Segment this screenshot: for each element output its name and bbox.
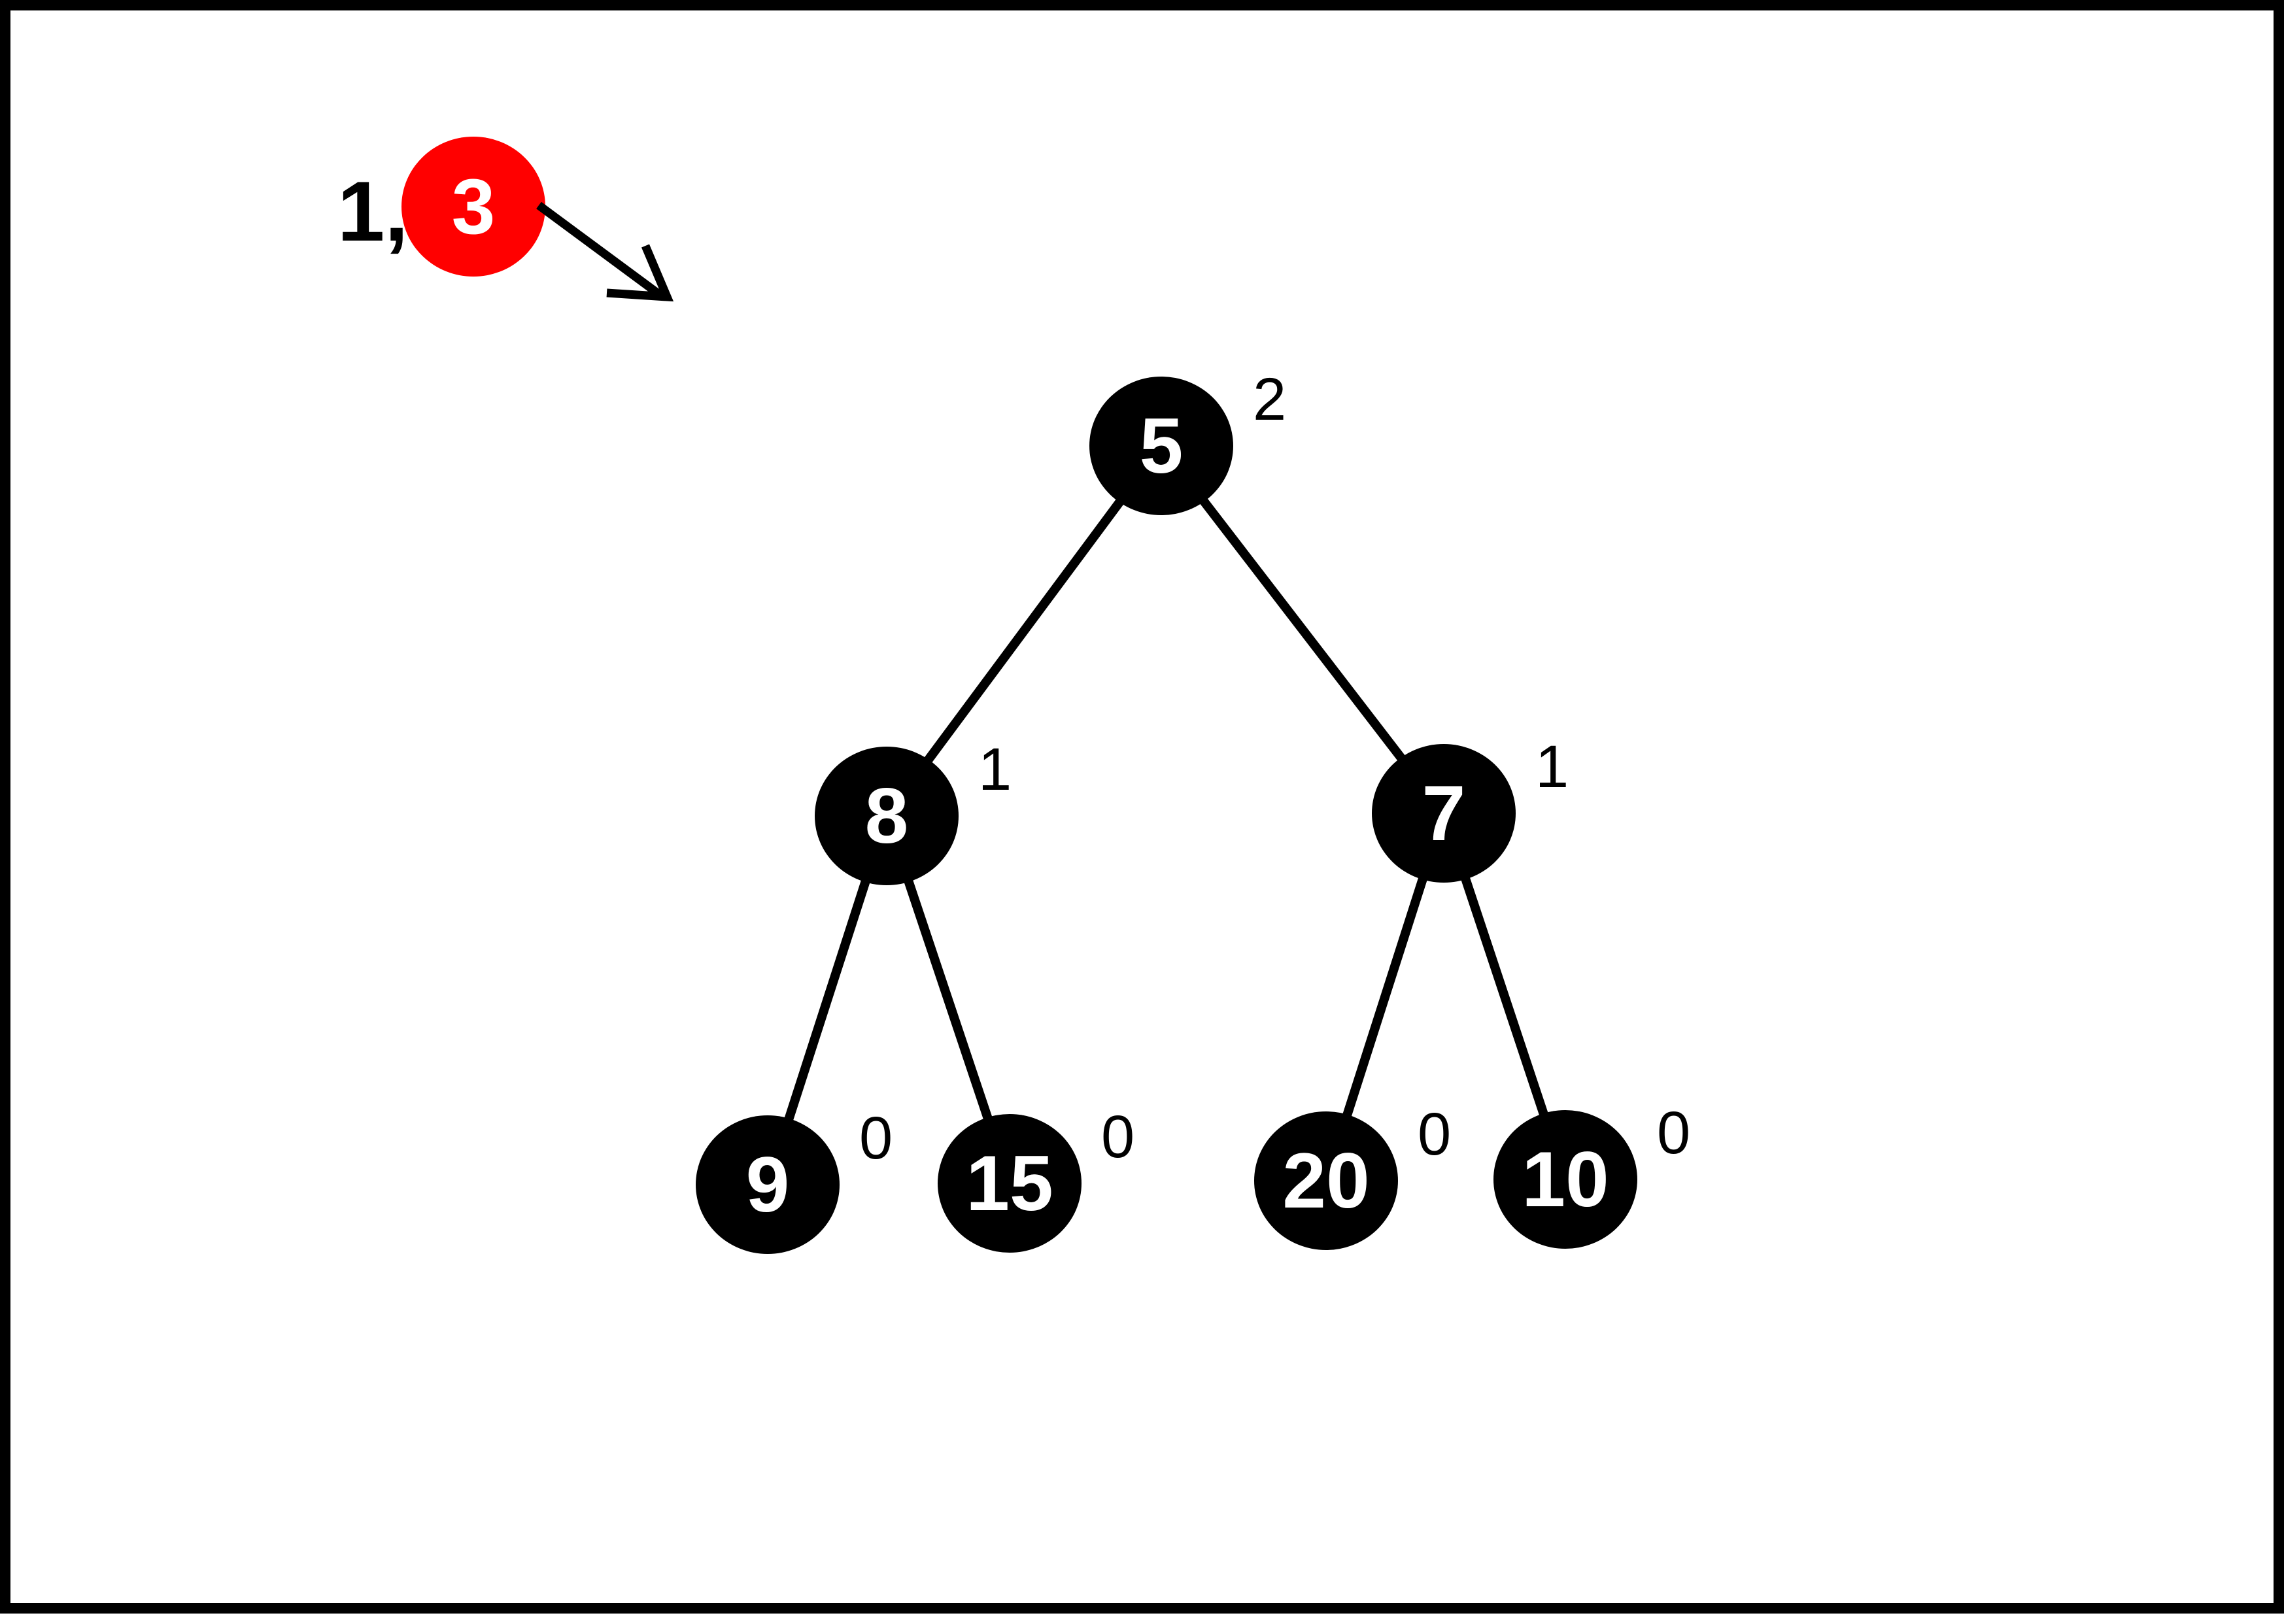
tree-node-height-label: 2 — [1253, 366, 1286, 433]
tree-node-20: 20 0 — [1254, 1101, 1451, 1250]
pending-node-label: 3 — [452, 163, 496, 250]
pending-node-circle — [401, 137, 545, 277]
tree-node-9: 90 — [696, 1105, 893, 1254]
tree-node-circle — [1493, 1110, 1637, 1249]
pending-insert: 1, 3 — [337, 137, 674, 302]
tree-node-circle — [1089, 377, 1233, 515]
insert-arrow-icon — [536, 201, 674, 302]
tree-node-10: 10 0 — [1493, 1100, 1690, 1249]
tree-node-circle — [1254, 1111, 1398, 1250]
tree-node-key-label: 8 — [865, 772, 909, 860]
tree-node-height-label: 1 — [1535, 734, 1569, 800]
pending-prefix-label: 1, — [337, 163, 408, 259]
tree-node-key-label: 9 — [746, 1141, 790, 1228]
tree-node-circle — [815, 747, 959, 885]
tree-edge-n5-n8 — [883, 443, 1165, 819]
tree-node-circle — [1372, 744, 1516, 883]
tree-node-8: 81 — [815, 736, 1012, 885]
tree-node-key-label: 10 — [1522, 1136, 1609, 1223]
tree-edge-n5-n7 — [1157, 443, 1448, 817]
tree-node-height-label: 1 — [978, 736, 1012, 803]
tree-node-height-label: 0 — [1657, 1100, 1690, 1166]
tree-node-key-label: 20 — [1282, 1137, 1369, 1225]
tree-node-height-label: 0 — [1101, 1104, 1134, 1170]
tree-node-height-label: 0 — [1418, 1101, 1451, 1168]
tree-node-key-label: 7 — [1422, 770, 1466, 857]
tree-node-height-label: 0 — [859, 1105, 893, 1172]
tree-node-key-label: 5 — [1140, 402, 1184, 490]
tree-node-circle — [696, 1115, 840, 1254]
tree-node-circle — [938, 1114, 1082, 1253]
tree-node-key-label: 15 — [966, 1140, 1053, 1227]
tree-node-5: 52 — [1089, 366, 1286, 515]
tree-node-15: 15 0 — [938, 1104, 1134, 1253]
tree-node-7: 71 — [1372, 734, 1569, 883]
